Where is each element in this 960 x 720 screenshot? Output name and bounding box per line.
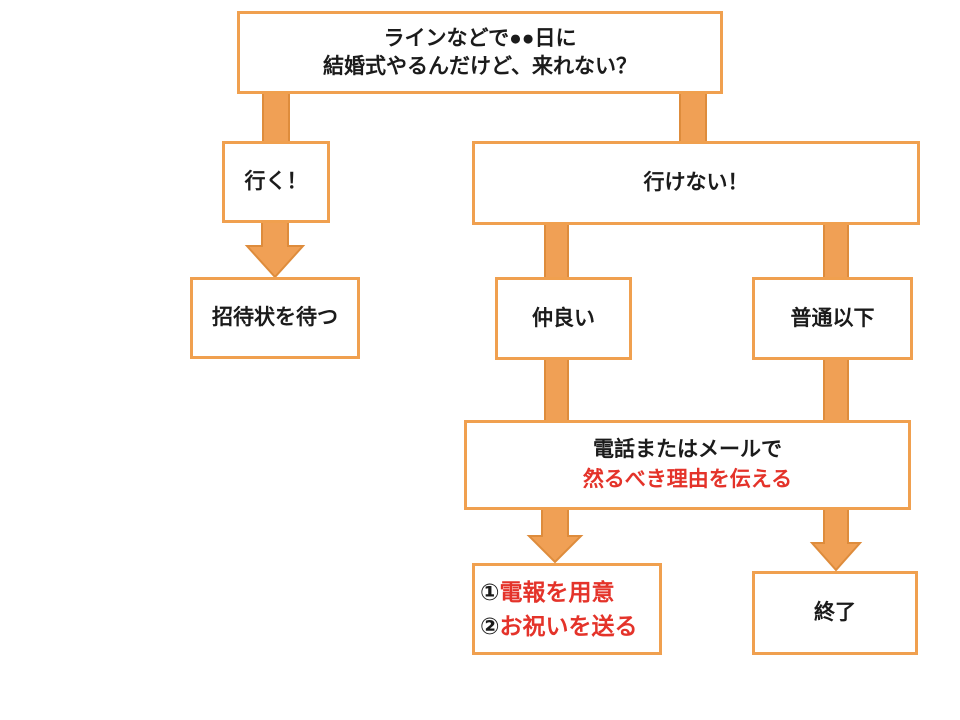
- node-close-friend: 仲良い: [495, 277, 632, 360]
- connector-cannot-go-to-close-friend: [544, 222, 569, 282]
- node-prepare-item1: ①電報を用意: [480, 575, 614, 609]
- connector-question-to-go: [262, 91, 290, 146]
- node-tell-reason-line2: 然るべき理由を伝える: [582, 468, 793, 491]
- node-ordinary-label: 普通以下: [790, 306, 875, 330]
- node-cannot-go-label: 行けない！: [643, 171, 749, 194]
- connector-close-friend-to-tell-reason: [544, 355, 569, 425]
- node-tell-reason-line1: 電話またはメールで: [593, 438, 782, 461]
- node-question-line1: ラインなどで●●日に: [383, 26, 577, 50]
- node-question: ラインなどで●●日に 結婚式やるんだけど、来れない？: [237, 11, 723, 94]
- node-question-line2: 結婚式やるんだけど、来れない？: [323, 54, 637, 78]
- node-end-label: 終了: [814, 601, 856, 624]
- node-end: 終了: [752, 571, 918, 655]
- node-prepare-gift: ①電報を用意 ②お祝いを送る: [472, 563, 662, 655]
- node-cannot-go: 行けない！: [472, 141, 920, 225]
- node-prepare-item2: ②お祝いを送る: [480, 609, 637, 643]
- node-ordinary-or-less: 普通以下: [752, 277, 913, 360]
- arrow-go-to-wait-invitation: [244, 220, 306, 279]
- node-go: 行く！: [222, 141, 330, 223]
- node-prepare-item2-marker: ②: [480, 613, 500, 639]
- node-wait-invitation-label: 招待状を待つ: [212, 306, 338, 329]
- connector-cannot-go-to-ordinary: [823, 222, 849, 282]
- node-prepare-item1-text: 電報を用意: [499, 579, 615, 605]
- node-go-label: 行く！: [244, 170, 308, 193]
- node-tell-reason: 電話またはメールで 然るべき理由を伝える: [464, 420, 911, 510]
- arrow-tell-reason-to-prepare-gift: [526, 507, 584, 564]
- node-close-friend-label: 仲良い: [532, 306, 595, 330]
- node-prepare-item1-marker: ①: [480, 579, 500, 605]
- connector-question-to-cannot-go: [679, 91, 707, 146]
- node-prepare-item2-text: お祝いを送る: [499, 613, 638, 639]
- node-wait-invitation: 招待状を待つ: [190, 277, 360, 359]
